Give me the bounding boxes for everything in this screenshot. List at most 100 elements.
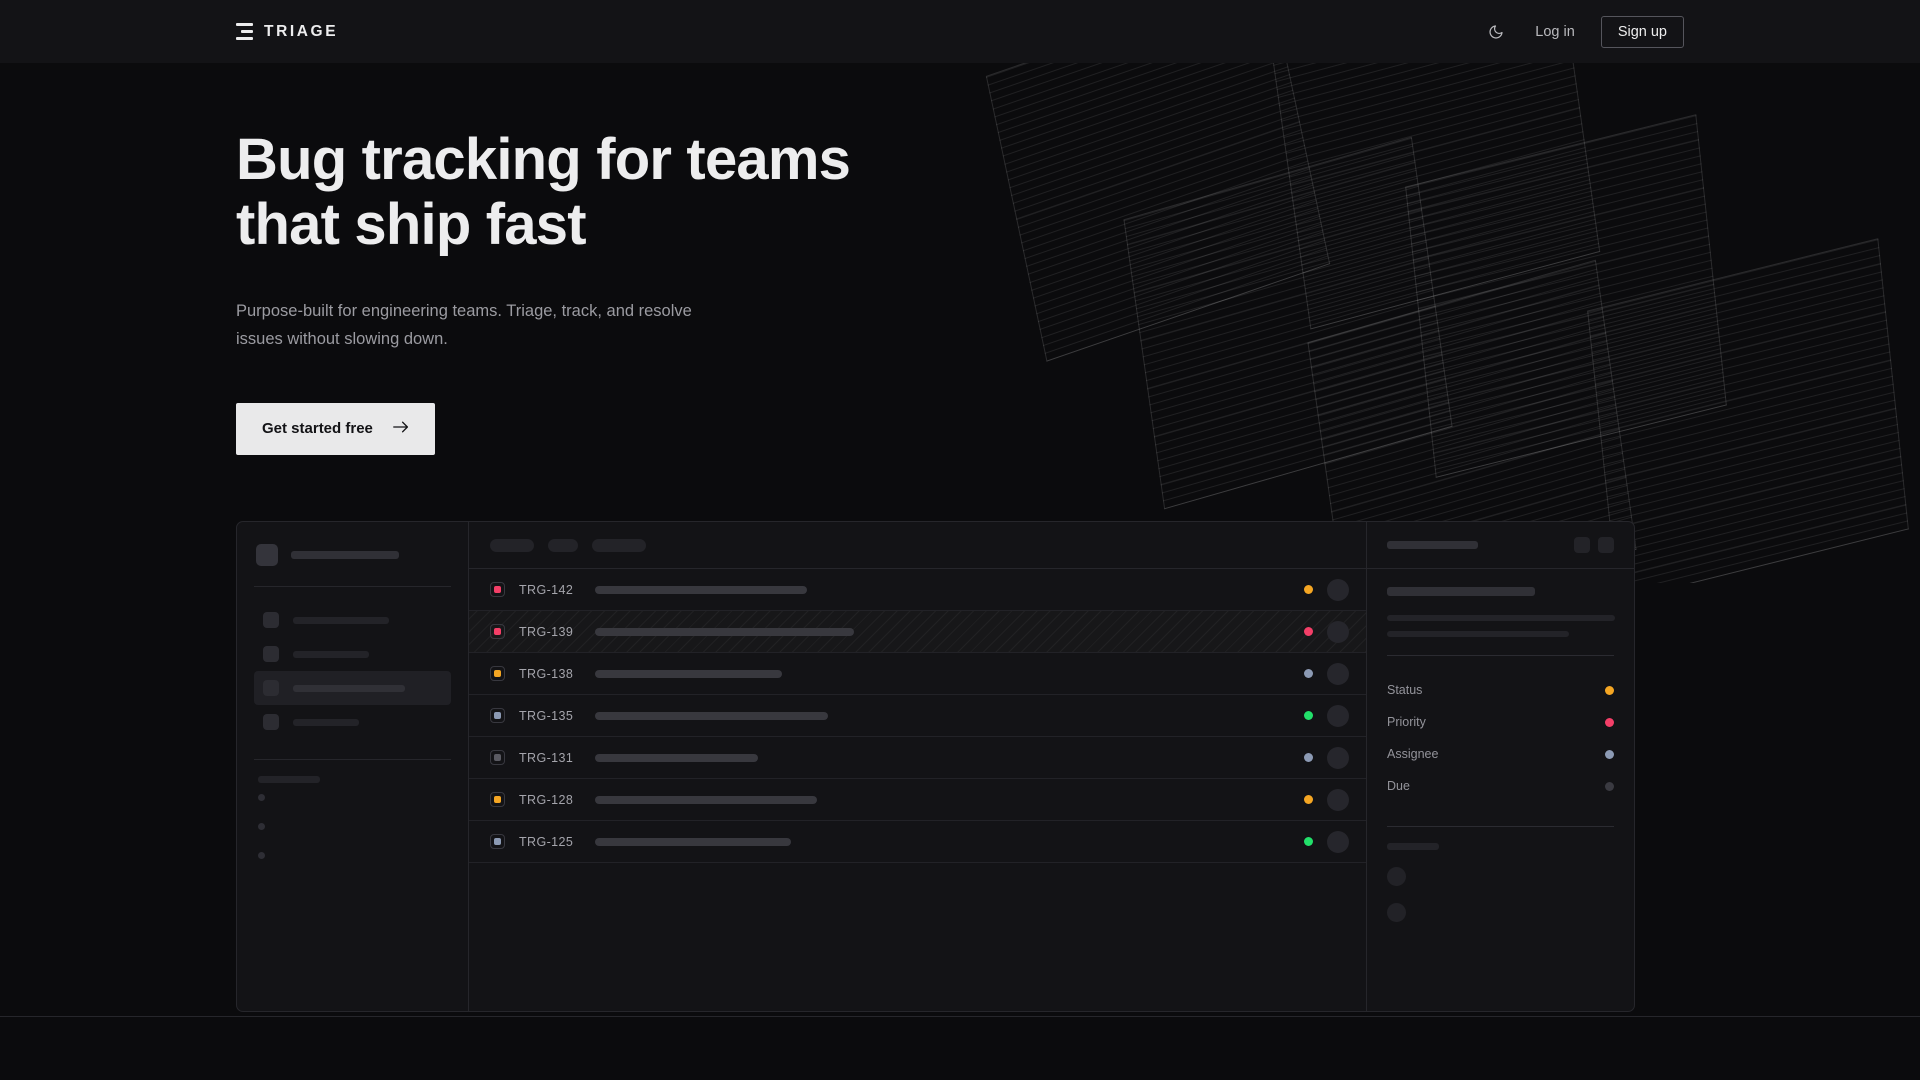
hero-heading-line-1: Bug tracking for teams [236,127,851,192]
issue-title-skeleton [595,585,807,594]
brand-name: TRIAGE [264,22,339,40]
detail-meta-label: Priority [1387,715,1426,729]
page-title: Bug tracking for teams that ship fast [236,127,1136,258]
top-navbar: TRIAGE Log in Sign up [0,0,1920,63]
avatar[interactable] [1327,620,1349,643]
hero-section: Bug tracking for teams that ship fast Pu… [236,63,1136,455]
sidebar-subitem-dot-icon [258,852,265,859]
preview-toolbar-chip-1[interactable] [490,538,534,552]
preview-list-toolbar [469,522,1366,569]
issue-title-skeleton [595,669,782,678]
preview-sidebar-subitem-3[interactable] [254,841,451,870]
sidebar-divider-bottom [254,759,451,760]
avatar[interactable] [1327,746,1349,769]
nav-actions: Log in Sign up [1483,15,1684,48]
issue-title-skeleton [595,837,791,846]
priority-badge[interactable] [490,708,505,723]
status-badge[interactable] [1304,585,1313,594]
detail-issue-title-skeleton [1387,587,1535,596]
avatar[interactable] [1327,578,1349,601]
sidebar-item-label-skeleton [293,718,359,726]
detail-meta-assignee[interactable]: Assignee [1387,738,1614,770]
login-link[interactable]: Log in [1535,23,1575,40]
detail-action-two-button[interactable] [1598,537,1614,553]
preview-toolbar-chip-3[interactable] [592,538,646,552]
preview-sidebar-item-1[interactable] [254,603,451,637]
sidebar-item-label-skeleton [293,616,389,624]
avatar[interactable] [1327,788,1349,811]
issue-id: TRG-135 [519,708,574,723]
detail-divider-meta [1387,655,1614,656]
sidebar-subitem-dot-icon [258,823,265,830]
table-row[interactable]: TRG-142 [469,569,1366,611]
workspace-name-skeleton [291,551,399,559]
detail-meta-value-dot [1605,685,1614,695]
status-badge[interactable] [1304,753,1313,762]
table-row[interactable]: TRG-131 [469,737,1366,779]
get-started-label: Get started free [262,420,373,438]
signup-button[interactable]: Sign up [1600,15,1684,48]
issue-id: TRG-139 [519,624,574,639]
preview-sidebar-item-2[interactable] [254,637,451,671]
get-started-button[interactable]: Get started free [236,402,435,455]
detail-meta-due[interactable]: Due [1387,770,1614,802]
preview-workspace-switcher[interactable] [254,541,451,566]
table-row[interactable]: TRG-135 [469,695,1366,737]
detail-meta-priority[interactable]: Priority [1387,706,1614,738]
issue-title-skeleton [595,627,854,636]
comment-avatar [1387,903,1406,922]
avatar[interactable] [1327,704,1349,727]
table-row[interactable]: TRG-125 [469,821,1366,863]
deco-panel-3 [1123,136,1453,510]
brand-logo[interactable]: TRIAGE [236,23,338,41]
row-meta [1304,704,1349,727]
detail-action-one-button[interactable] [1574,537,1590,553]
priority-badge[interactable] [490,582,505,597]
status-badge[interactable] [1304,837,1313,846]
preview-sidebar-subitem-2[interactable] [254,812,451,841]
detail-desc-line-2 [1387,631,1569,637]
sidebar-item-icon [263,646,279,662]
issue-id: TRG-125 [519,834,574,849]
status-badge[interactable] [1304,795,1313,804]
detail-meta-label: Assignee [1387,747,1439,761]
issue-id: TRG-138 [519,666,574,681]
arrow-right-icon [392,420,409,438]
preview-sidebar-subitem-1[interactable] [254,783,451,812]
detail-meta-value-dot [1605,781,1614,791]
row-meta [1304,620,1349,643]
sidebar-item-icon [263,714,279,730]
workspace-avatar [256,544,278,566]
avatar[interactable] [1327,662,1349,685]
detail-meta-label: Status [1387,683,1423,697]
priority-badge[interactable] [490,834,505,849]
issue-title-skeleton [595,795,817,804]
preview-sidebar-item-4[interactable] [254,705,451,739]
table-row[interactable]: TRG-128 [469,779,1366,821]
row-meta [1304,578,1349,601]
table-row[interactable]: TRG-139 [469,611,1366,653]
row-meta [1304,830,1349,853]
preview-sidebar-item-3[interactable] [254,671,451,705]
priority-badge[interactable] [490,750,505,765]
priority-badge[interactable] [490,624,505,639]
preview-toolbar-chip-2[interactable] [548,538,578,552]
priority-badge[interactable] [490,792,505,807]
priority-badge[interactable] [490,666,505,681]
status-badge[interactable] [1304,627,1313,636]
preview-sidebar-subnav [254,783,451,870]
detail-meta-status[interactable]: Status [1387,674,1614,706]
issue-title-skeleton [595,753,758,762]
preview-sidebar [237,522,469,1011]
sidebar-divider-top [254,586,451,587]
status-badge[interactable] [1304,711,1313,720]
page-bottom-rule [0,1016,1920,1017]
detail-divider-activity [1387,826,1614,827]
table-row[interactable]: TRG-138 [469,653,1366,695]
detail-activity-label-skeleton [1387,843,1439,850]
avatar[interactable] [1327,830,1349,853]
moon-icon[interactable] [1483,19,1509,45]
status-badge[interactable] [1304,669,1313,678]
